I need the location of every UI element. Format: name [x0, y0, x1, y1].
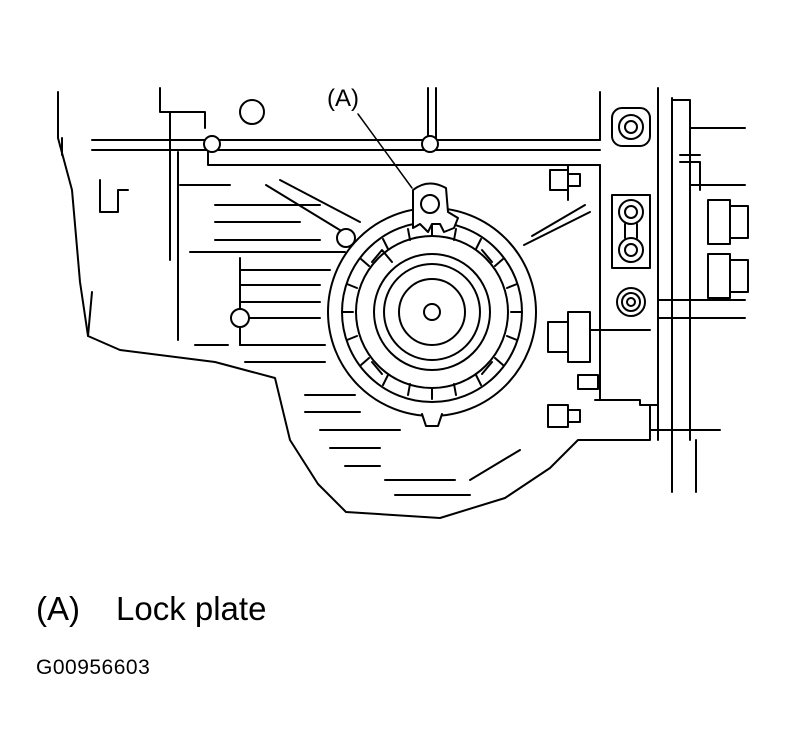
holes — [204, 100, 438, 327]
callout-a: (A) — [327, 85, 412, 188]
callout-leader-line — [358, 114, 412, 188]
lock-plate — [413, 183, 458, 232]
bolts — [548, 170, 598, 427]
right-structure — [524, 88, 745, 492]
left-passages — [190, 180, 360, 362]
valve-column — [612, 108, 650, 316]
right-connectors — [680, 162, 748, 298]
transmission-diagram: (A) — [0, 85, 795, 560]
legend-key: (A) — [36, 590, 80, 627]
callout-marker: (A) — [327, 85, 359, 112]
legend-description: Lock plate — [116, 590, 267, 627]
legend: (A) Lock plate — [36, 590, 266, 628]
lock-teeth — [342, 225, 522, 399]
upper-ribs — [92, 88, 600, 340]
gear-assembly — [328, 208, 536, 426]
casing-outline — [58, 92, 650, 518]
lower-ribs — [305, 395, 520, 495]
figure-id: G00956603 — [36, 656, 151, 679]
